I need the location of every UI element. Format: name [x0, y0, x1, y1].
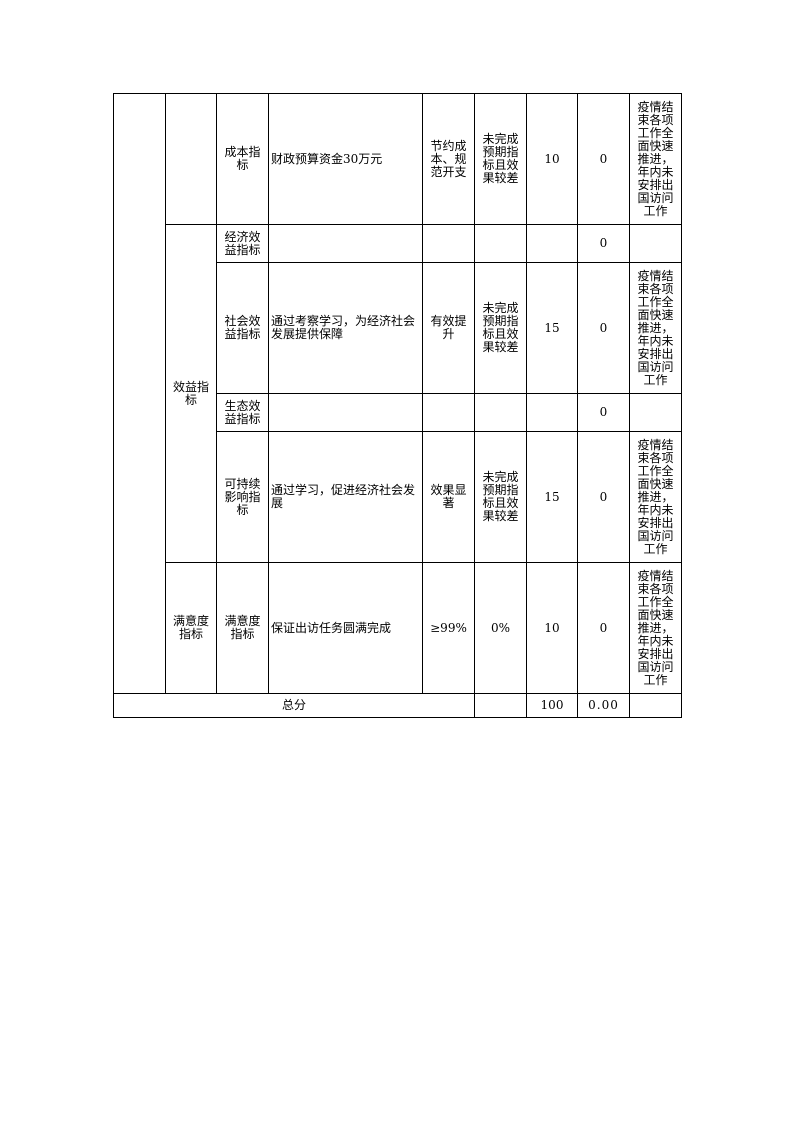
indicator-cell: 保证出访任务圆满完成: [268, 562, 423, 694]
reason-cell: 疫情结束各项工作全面快速推进，年内未安排出国访问工作: [629, 262, 682, 394]
table-row: 生态效益指标 0: [114, 393, 682, 432]
target-cell: 效果显著: [422, 431, 475, 563]
target-cell: [422, 393, 475, 432]
level2-cell: 满意度指标: [165, 562, 217, 694]
reason-cell: 疫情结束各项工作全面快速推进，年内未安排出国访问工作: [629, 93, 682, 225]
reason-cell: [629, 224, 682, 263]
weight-cell: 10: [526, 93, 578, 225]
level1-cell: [113, 93, 166, 694]
weight-cell: [526, 224, 578, 263]
level3-cell: 生态效益指标: [216, 393, 269, 432]
score-cell: 0: [577, 393, 630, 432]
score-cell: 0: [577, 431, 630, 563]
actual-cell: 0%: [474, 562, 527, 694]
target-cell: ≥99%: [422, 562, 475, 694]
score-cell: 0: [577, 262, 630, 394]
reason-cell: 疫情结束各项工作全面快速推进，年内未安排出国访问工作: [629, 431, 682, 563]
actual-cell: [474, 393, 527, 432]
indicator-cell: 通过考察学习，为经济社会发展提供保障: [268, 262, 423, 394]
level2-cell-benefit: 效益指标: [165, 224, 217, 563]
target-cell: [422, 224, 475, 263]
indicator-cell: 财政预算资金30万元: [268, 93, 423, 225]
total-label: 总分: [113, 693, 475, 718]
actual-cell: 未完成预期指标且效果较差: [474, 262, 527, 394]
total-actual: [474, 693, 527, 718]
table-row: 效益指标 经济效益指标 0: [114, 224, 682, 563]
score-cell: 0: [577, 562, 630, 694]
actual-cell: 未完成预期指标且效果较差: [474, 431, 527, 563]
level3-cell: 经济效益指标: [216, 224, 269, 263]
total-weight: 100: [526, 693, 578, 718]
level2-cell: [165, 93, 217, 225]
weight-cell: 10: [526, 562, 578, 694]
table-row: 满意度指标 满意度指标 保证出访任务圆满完成 ≥99% 0% 10 0 疫情结束…: [114, 562, 682, 694]
indicator-cell: 通过学习，促进经济社会发展: [268, 431, 423, 563]
score-cell: 0: [577, 224, 630, 263]
total-score: 0.00: [577, 693, 630, 718]
weight-cell: 15: [526, 431, 578, 563]
level3-cell: 成本指标: [216, 93, 269, 225]
actual-cell: [474, 224, 527, 263]
level3-cell: 社会效益指标: [216, 262, 269, 394]
level3-cell: 可持续影响指标: [216, 431, 269, 563]
weight-cell: 15: [526, 262, 578, 394]
reason-cell: [629, 393, 682, 432]
table-row: 可持续影响指标 通过学习，促进经济社会发展 效果显著 未完成预期指标且效果较差 …: [114, 431, 682, 563]
reason-cell: 疫情结束各项工作全面快速推进，年内未安排出国访问工作: [629, 562, 682, 694]
table-row: 社会效益指标 通过考察学习，为经济社会发展提供保障 有效提升 未完成预期指标且效…: [114, 262, 682, 394]
indicator-text: 财政预算资金30万元: [271, 151, 383, 166]
indicator-cell: [268, 224, 423, 263]
performance-table: 成本指标 财政预算资金30万元 节约成本、规范开支 未完成预期指标且效果较差 1…: [113, 93, 682, 718]
table-row: 成本指标 财政预算资金30万元 节约成本、规范开支 未完成预期指标且效果较差 1…: [113, 93, 682, 694]
total-reason: [629, 693, 682, 718]
actual-cell: 未完成预期指标且效果较差: [474, 93, 527, 225]
level3-cell: 满意度指标: [216, 562, 269, 694]
total-row: 总分 100 0.00: [113, 693, 682, 718]
weight-cell: [526, 393, 578, 432]
target-cell: 有效提升: [422, 262, 475, 394]
indicator-cell: [268, 393, 423, 432]
score-cell: 0: [577, 93, 630, 225]
target-cell: 节约成本、规范开支: [422, 93, 475, 225]
